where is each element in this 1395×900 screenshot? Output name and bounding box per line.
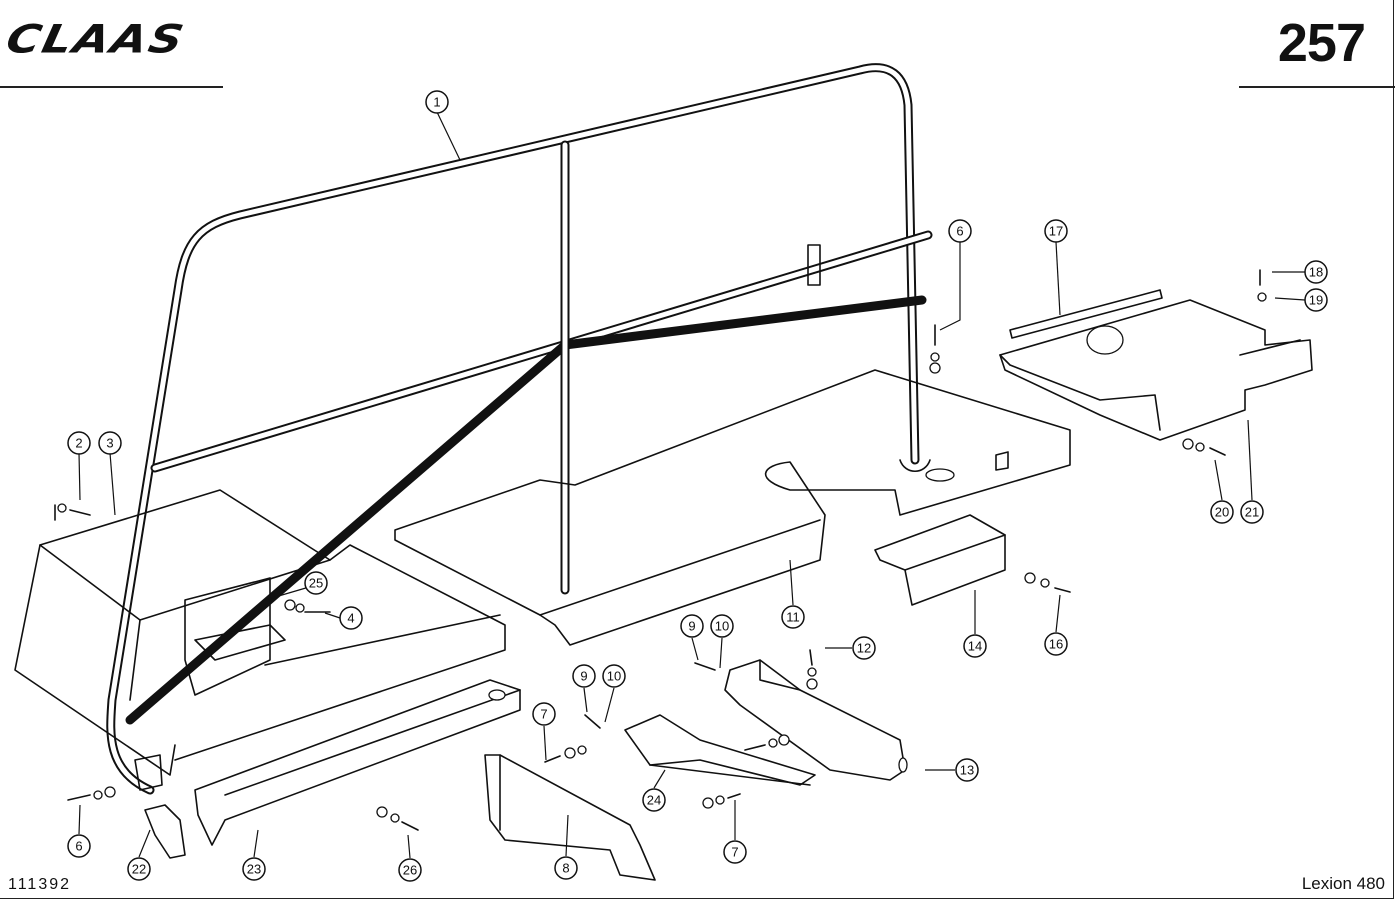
callout-label: 21 bbox=[1245, 505, 1259, 520]
callout-label: 3 bbox=[106, 436, 113, 451]
callout-label: 23 bbox=[247, 862, 261, 877]
leader-lines bbox=[78, 111, 1306, 859]
callout-label: 19 bbox=[1309, 293, 1323, 308]
callout-label: 1 bbox=[433, 95, 440, 110]
callout-label: 7 bbox=[731, 845, 738, 860]
left-step-housing bbox=[14, 489, 506, 776]
callout-24: 24 bbox=[642, 788, 666, 812]
callout-1: 1 bbox=[425, 90, 449, 114]
callout-9a: 9 bbox=[680, 614, 704, 638]
callout-label: 17 bbox=[1049, 224, 1063, 239]
handrail-part bbox=[106, 63, 933, 795]
callout-4: 4 bbox=[339, 606, 363, 630]
callout-label: 25 bbox=[309, 576, 323, 591]
callout-label: 12 bbox=[857, 641, 871, 656]
callout-17: 17 bbox=[1044, 219, 1068, 243]
callout-10a: 10 bbox=[710, 614, 734, 638]
callout-26: 26 bbox=[398, 858, 422, 882]
header-rule-right bbox=[1239, 86, 1395, 88]
brace-part-24 bbox=[624, 714, 816, 786]
support-part-8 bbox=[484, 754, 656, 881]
callout-23: 23 bbox=[242, 857, 266, 881]
callout-label: 7 bbox=[540, 707, 547, 722]
callout-label: 14 bbox=[968, 639, 982, 654]
center-platform bbox=[394, 369, 1071, 646]
model-name: Lexion 480 bbox=[1301, 874, 1385, 893]
callout-13: 13 bbox=[955, 758, 979, 782]
callout-label: 10 bbox=[715, 619, 729, 634]
right-tray-part bbox=[999, 289, 1313, 441]
plate-part-22 bbox=[144, 804, 186, 859]
callout-label: 10 bbox=[607, 669, 621, 684]
callout-18: 18 bbox=[1304, 260, 1328, 284]
callout-9b: 9 bbox=[572, 664, 596, 688]
callout-6b: 6 bbox=[67, 834, 91, 858]
callout-label: 16 bbox=[1049, 637, 1063, 652]
page-number: 257 bbox=[1277, 13, 1366, 73]
callout-21: 21 bbox=[1240, 500, 1264, 524]
callout-label: 4 bbox=[347, 611, 354, 626]
callout-2: 2 bbox=[67, 431, 91, 455]
callout-14: 14 bbox=[963, 634, 987, 658]
header-rule-left bbox=[0, 86, 223, 88]
callout-7a: 7 bbox=[532, 702, 556, 726]
bracket-part-14 bbox=[874, 514, 1006, 606]
callout-label: 6 bbox=[956, 224, 963, 239]
callout-label: 11 bbox=[786, 610, 800, 625]
callout-25: 25 bbox=[304, 571, 328, 595]
callout-label: 26 bbox=[403, 863, 417, 878]
callout-label: 22 bbox=[132, 862, 146, 877]
callout-12: 12 bbox=[852, 636, 876, 660]
angle-bar-part bbox=[194, 679, 521, 846]
callout-label: 9 bbox=[688, 619, 695, 634]
callout-label: 8 bbox=[562, 861, 569, 876]
callout-label: 13 bbox=[960, 763, 974, 778]
callout-11: 11 bbox=[781, 605, 805, 629]
callout-label: 9 bbox=[580, 669, 587, 684]
bracket-part-13 bbox=[724, 659, 908, 781]
callout-6a: 6 bbox=[948, 219, 972, 243]
callout-22: 22 bbox=[127, 857, 151, 881]
callout-8: 8 bbox=[554, 856, 578, 880]
callout-label: 18 bbox=[1309, 265, 1323, 280]
drawing-number: 111392 bbox=[8, 876, 72, 893]
callout-label: 24 bbox=[647, 793, 661, 808]
callout-7b: 7 bbox=[723, 840, 747, 864]
callout-20: 20 bbox=[1210, 500, 1234, 524]
callout-3: 3 bbox=[98, 431, 122, 455]
callout-16: 16 bbox=[1044, 632, 1068, 656]
callout-label: 20 bbox=[1215, 505, 1229, 520]
callout-label: 2 bbox=[75, 436, 82, 451]
callout-19: 19 bbox=[1304, 288, 1328, 312]
callout-label: 6 bbox=[75, 839, 82, 854]
fasteners bbox=[54, 269, 1267, 831]
callout-10b: 10 bbox=[602, 664, 626, 688]
